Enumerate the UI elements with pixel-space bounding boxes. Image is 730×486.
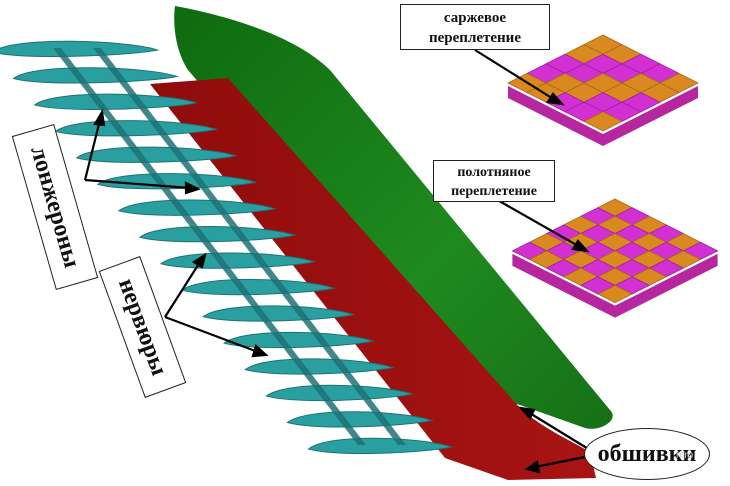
plain-weave-sample (511, 198, 719, 318)
twill-weave-label: саржевое переплетение (400, 4, 550, 50)
arrow-ribs-2-head (251, 344, 269, 358)
arrow-plain (493, 197, 581, 248)
rib (181, 278, 336, 296)
spars-group (53, 48, 406, 445)
arrow-plain-head (571, 239, 590, 253)
rib (33, 93, 199, 110)
lower-skin-red (150, 78, 596, 480)
arrow-ribs-2 (164, 315, 259, 354)
arrow-ribs-1-head (191, 252, 207, 269)
arrow-skin-green-head (518, 406, 536, 420)
arrows-group (83, 49, 591, 474)
twill-weave-sample (507, 34, 699, 146)
rib (244, 358, 395, 375)
skins-label-text: обшивки (597, 440, 697, 467)
rib (307, 437, 454, 454)
arrow-spars-1 (83, 119, 102, 181)
arrow-twill-head (546, 92, 565, 106)
twill-label-line2: переплетение (429, 30, 521, 46)
arrow-spars-1-head (93, 108, 106, 127)
weave-edge (508, 86, 698, 146)
rib (286, 411, 434, 428)
rib (138, 226, 297, 243)
weave-cell (583, 111, 623, 132)
rib (0, 40, 160, 57)
rib (75, 146, 238, 163)
twill-label-line1: саржевое (443, 10, 507, 26)
arrow-skin-red (534, 454, 591, 469)
watermark: ntro (676, 450, 693, 461)
watermark-text: ntro (676, 450, 694, 461)
rib (202, 305, 356, 322)
upper-skin-green (174, 6, 613, 429)
weave-cell (597, 284, 633, 304)
spar (53, 48, 366, 445)
spar (93, 48, 406, 445)
weave-edge (512, 253, 718, 318)
rib (223, 331, 376, 349)
arrow-skin-green (527, 411, 591, 451)
plain-label-line2: переплетение (451, 184, 537, 199)
rib (265, 384, 415, 402)
arrow-spars-2-head (184, 181, 201, 195)
skins-label: обшивки (584, 428, 710, 480)
plain-weave-label: полотняное переплетение (433, 160, 555, 202)
arrow-spars-2 (84, 178, 191, 190)
rib (117, 199, 278, 216)
arrow-twill (474, 49, 556, 101)
arrow-skin-red-head (524, 460, 541, 474)
plain-label-line1: полотняное (457, 165, 531, 180)
arrow-ribs-1 (164, 261, 201, 318)
rib (12, 67, 180, 84)
